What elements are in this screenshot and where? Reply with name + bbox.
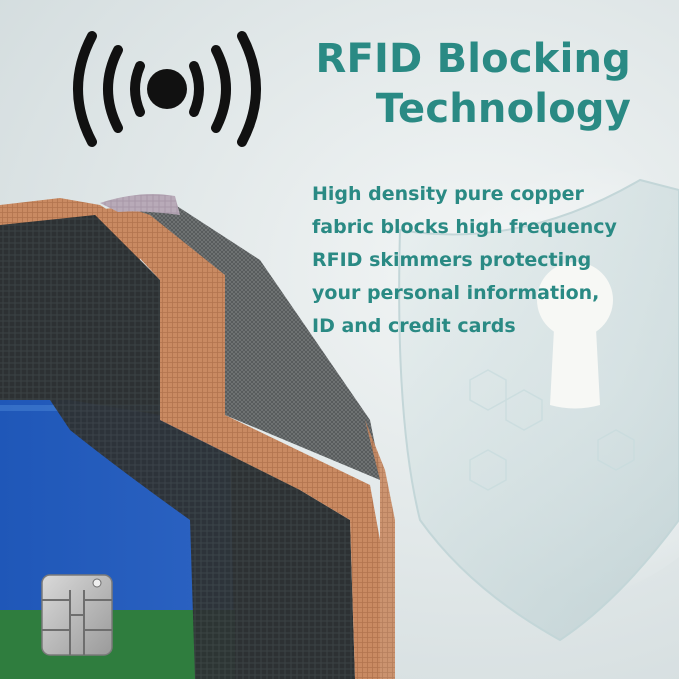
headline-line: Technology <box>375 86 631 132</box>
description-line: fabric blocks high frequency <box>312 216 617 238</box>
description: High density pure copper fabric blocks h… <box>312 178 617 343</box>
rfid-signal-icon <box>73 31 261 147</box>
description-line: your personal information, <box>312 282 600 304</box>
headline: RFID Blocking Technology <box>315 34 631 134</box>
description-line: High density pure copper <box>312 183 584 205</box>
headline-line: RFID Blocking <box>315 36 631 82</box>
description-line: RFID skimmers protecting <box>312 249 592 271</box>
card-chip-icon <box>41 574 113 656</box>
description-line: ID and credit cards <box>312 315 516 337</box>
